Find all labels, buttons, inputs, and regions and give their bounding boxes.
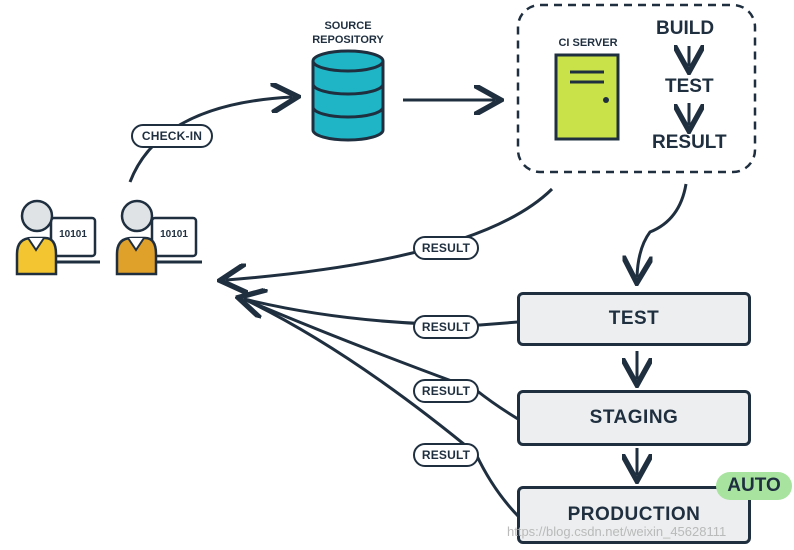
source-repository-label: SOURCE REPOSITORY [298,19,398,47]
result-pill-production: RESULT [413,443,479,467]
ci-step-build: BUILD [656,18,715,39]
developer-1 [15,199,100,276]
arrow-ci-to-pipeline [637,183,688,277]
stage-test: TEST [517,292,751,346]
arrow-staging-result [243,297,519,421]
source-repository-label-line1: SOURCE [324,20,372,32]
arrow-production-result [243,297,520,518]
stage-staging-label: STAGING [589,407,679,428]
arrow-ci-result [226,187,554,280]
database-icon [311,49,385,142]
laptop-2-code: 10101 [160,229,188,240]
laptop-1-code: 10101 [59,229,87,240]
ci-server-label: CI SERVER [558,37,618,49]
check-in-pill: CHECK-IN [131,124,213,148]
source-repository-label-line2: REPOSITORY [312,34,384,46]
auto-badge: AUTO [716,472,792,500]
stage-production: PRODUCTION [517,486,751,544]
result-pill-ci: RESULT [413,236,479,260]
developer-2 [115,199,202,276]
ci-step-test: TEST [665,76,714,97]
ci-server-container [516,3,757,174]
watermark: https://blog.csdn.net/weixin_45628111 [507,524,727,539]
stage-production-label: PRODUCTION [567,504,701,525]
ci-step-result: RESULT [652,132,727,153]
stage-test-label: TEST [608,308,660,329]
result-pill-staging: RESULT [413,379,479,403]
arrow-checkin [128,97,292,183]
stage-staging: STAGING [517,390,751,446]
result-pill-test: RESULT [413,315,479,339]
server-icon [554,53,620,141]
